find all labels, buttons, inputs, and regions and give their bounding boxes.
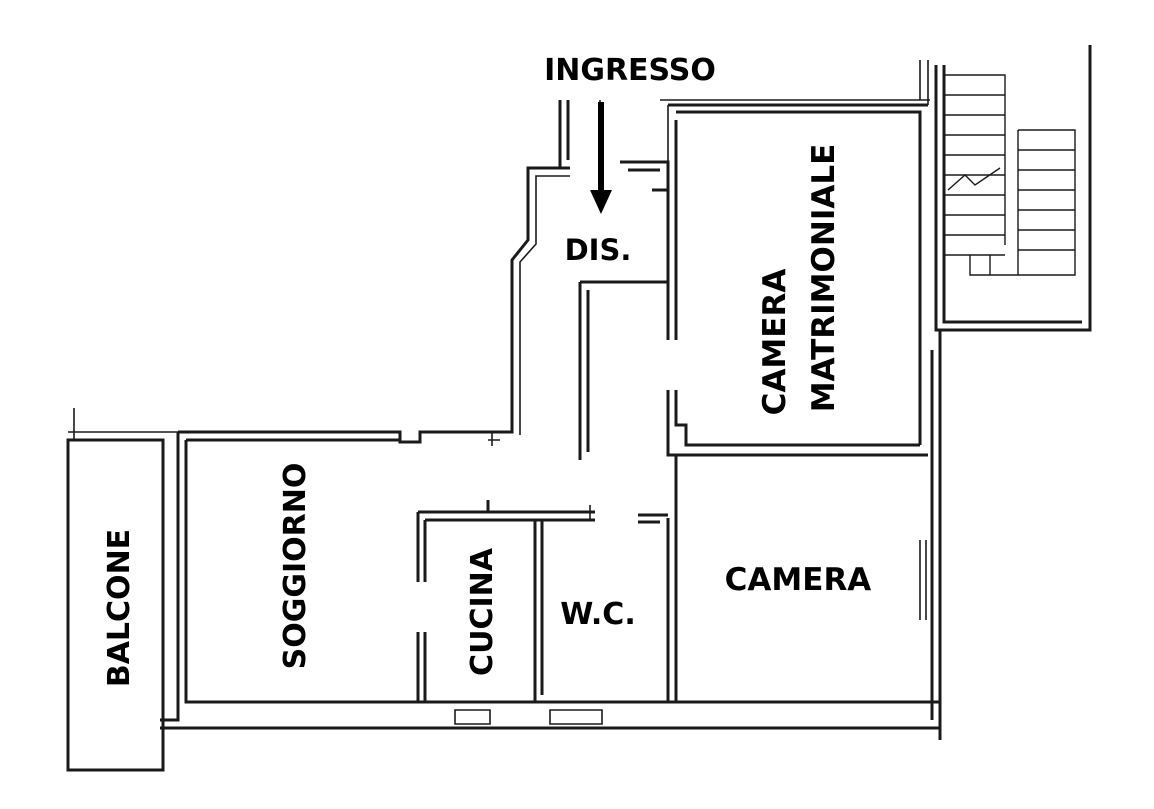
label-bathroom: W.C. [560, 597, 635, 632]
staircase [934, 45, 1092, 332]
label-master-bedroom-line1: CAMERA [757, 269, 793, 416]
label-hallway: DIS. [565, 233, 632, 267]
bedroom-walls [638, 455, 678, 702]
kitchen-wc-walls [416, 500, 595, 702]
label-balcony: BALCONE [102, 529, 137, 687]
label-bedroom: CAMERA [725, 562, 872, 598]
label-master-bedroom-line2: MATRIMONIALE [806, 144, 842, 413]
entrance-arrow [590, 102, 612, 214]
label-kitchen: CUCINA [465, 547, 500, 676]
label-entrance: INGRESSO [544, 53, 716, 88]
hallway-walls [578, 120, 678, 460]
balcony-outline [66, 408, 185, 772]
outer-walls [160, 100, 942, 740]
master-bedroom-walls [660, 60, 930, 457]
label-living-room: SOGGIORNO [278, 463, 313, 670]
